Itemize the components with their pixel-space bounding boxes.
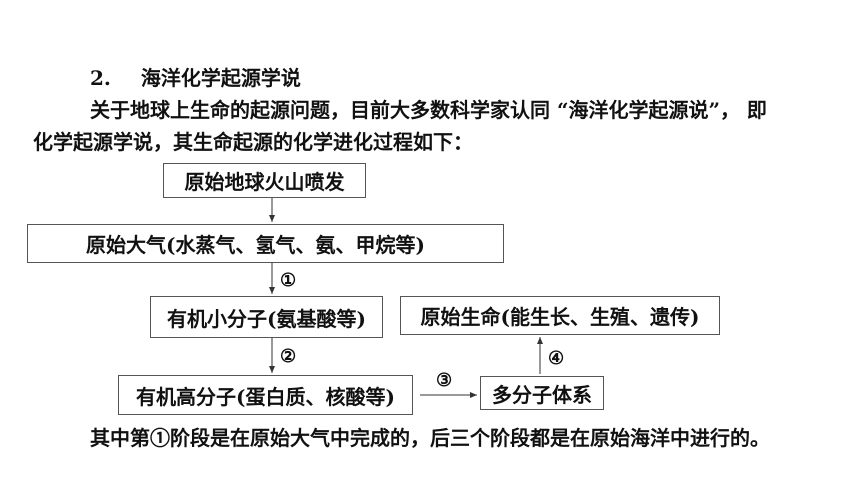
box-volcano: 原始地球火山喷发 [163, 163, 366, 198]
step-4-label: ④ [548, 348, 565, 369]
box-primitive-life: 原始生命(能生长、生殖、遗传) [400, 296, 720, 335]
step-3-label: ③ [436, 370, 453, 391]
box-atmosphere: 原始大气(水蒸气、氢气、氨、甲烷等) [27, 224, 504, 263]
section-heading: 2. 海洋化学起源学说 [90, 62, 301, 91]
box-multimolecular-system: 多分子体系 [480, 376, 604, 410]
intro-line-2: 化学起源学说，其生命起源的化学进化过程如下： [33, 130, 473, 154]
box-macromolecules: 有机高分子(蛋白质、核酸等) [118, 375, 413, 415]
conclusion-text: 其中第①阶段是在原始大气中完成的，后三个阶段都是在原始海洋中进行的。 [90, 426, 770, 450]
section-title: 海洋化学起源学说 [140, 66, 301, 90]
section-number: 2. [90, 66, 111, 90]
box-small-molecules: 有机小分子(氨基酸等) [150, 296, 383, 338]
step-1-label: ① [280, 270, 297, 291]
step-2-label: ② [280, 346, 297, 367]
intro-line-1: 关于地球上生命的起源问题，目前大多数科学家认同 “海洋化学起源说”， 即 [90, 98, 767, 122]
